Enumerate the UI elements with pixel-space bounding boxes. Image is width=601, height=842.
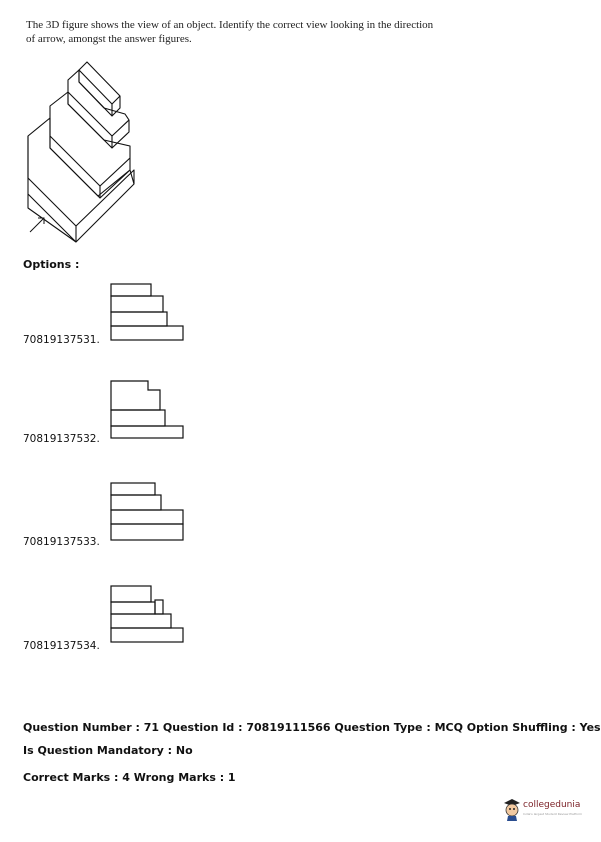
option-2-figure[interactable]: [108, 378, 186, 442]
option-4-id[interactable]: 70819137534.: [23, 640, 100, 652]
logo-name: collegedunia: [523, 800, 581, 810]
question-meta-line-3: Correct Marks : 4 Wrong Marks : 1: [23, 771, 236, 784]
arrow-icon: [29, 217, 45, 233]
collegedunia-logo: collegedunia India's largest Student Rev…: [502, 797, 588, 823]
option-1-figure[interactable]: [108, 282, 186, 344]
question-line-2: of arrow, amongst the answer figures.: [26, 33, 192, 45]
option-2-id[interactable]: 70819137532.: [23, 433, 100, 445]
option-4-figure[interactable]: [108, 583, 186, 647]
3d-object-figure: [27, 61, 135, 243]
option-3-id[interactable]: 70819137533.: [23, 536, 100, 548]
question-meta-line-1: Question Number : 71 Question Id : 70819…: [23, 721, 601, 734]
option-1-id[interactable]: 70819137531.: [23, 334, 100, 346]
question-line-1: The 3D figure shows the view of an objec…: [26, 19, 434, 31]
mascot-icon: [504, 799, 520, 821]
question-text: The 3D figure shows the view of an objec…: [26, 18, 486, 46]
options-heading: Options :: [23, 258, 80, 271]
option-3-figure[interactable]: [108, 480, 186, 544]
question-meta-line-2: Is Question Mandatory : No: [23, 744, 193, 757]
logo-tagline: India's largest Student Review Platform: [523, 812, 583, 816]
